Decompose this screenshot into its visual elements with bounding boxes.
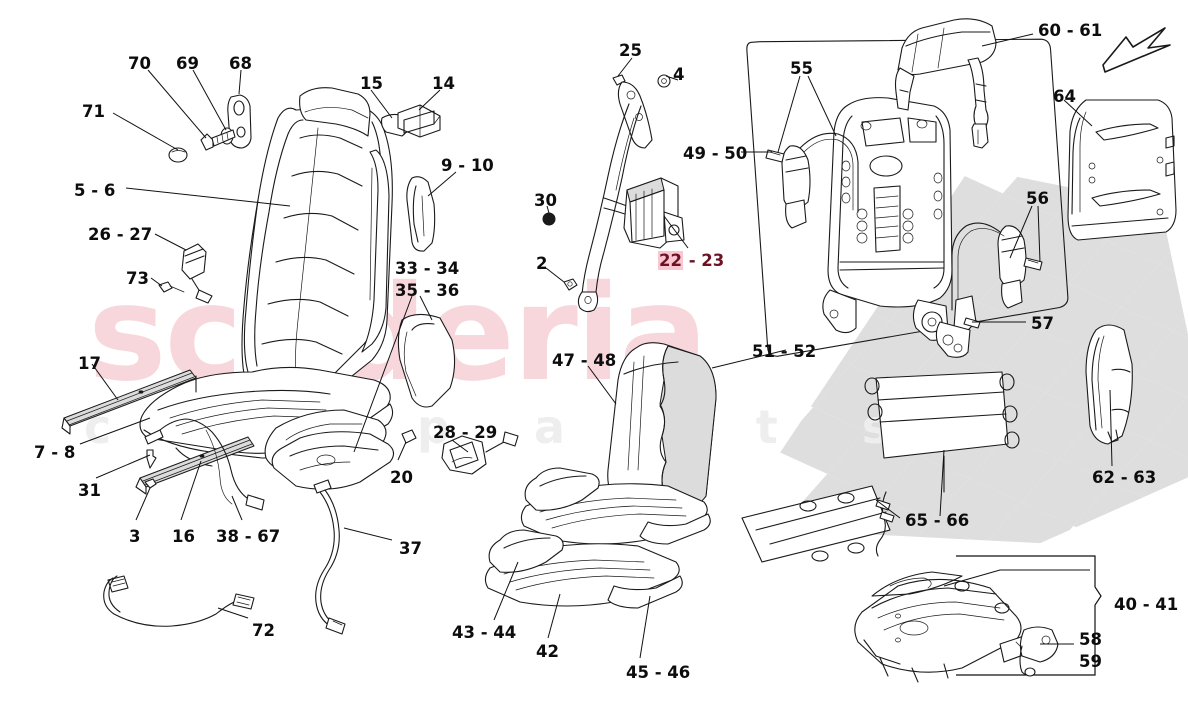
callout-highlight-mark: 22 bbox=[658, 251, 683, 270]
callout-68: 68 bbox=[229, 54, 252, 73]
seat-pan-40-41 bbox=[854, 569, 1090, 683]
callout-33-34: 33 - 34 bbox=[395, 259, 460, 278]
callout-43-44: 43 - 44 bbox=[452, 623, 517, 642]
callout-14: 14 bbox=[432, 74, 455, 93]
callout-60-61: 60 - 61 bbox=[1038, 21, 1103, 40]
callout-30: 30 bbox=[534, 191, 557, 210]
callout-49-50: 49 - 50 bbox=[683, 144, 748, 163]
callout-45-46: 45 - 46 bbox=[626, 663, 691, 682]
callout-65-66: 65 - 66 bbox=[905, 511, 970, 530]
callout-72: 72 bbox=[252, 621, 275, 640]
callout-71: 71 bbox=[82, 102, 105, 121]
actuator-57 bbox=[935, 295, 981, 358]
callout-35-36: 35 - 36 bbox=[395, 281, 460, 300]
side-bolster-62-63 bbox=[1085, 324, 1133, 445]
callout-5-6: 5 - 6 bbox=[74, 181, 116, 200]
back-panel-64 bbox=[1067, 99, 1177, 241]
callout-47-48: 47 - 48 bbox=[552, 351, 617, 370]
cushion-set bbox=[484, 342, 717, 609]
watermark-car-parts: c a r p a r t s bbox=[84, 400, 924, 454]
callout-20: 20 bbox=[390, 468, 413, 487]
callout-40-41: 40 - 41 bbox=[1114, 595, 1179, 614]
callout-7-8: 7 - 8 bbox=[34, 443, 76, 462]
main-seat-assembly bbox=[139, 87, 394, 473]
heating-element-65-66 bbox=[741, 371, 1020, 563]
callout-9-10: 9 - 10 bbox=[441, 156, 494, 175]
callout-3: 3 bbox=[129, 527, 141, 546]
callout-51-52: 51 - 52 bbox=[752, 342, 817, 361]
motor-56 bbox=[951, 222, 1043, 311]
leader-lines bbox=[79, 33, 1113, 659]
callout-69: 69 bbox=[176, 54, 199, 73]
switch-and-cables bbox=[313, 429, 519, 635]
callout-42: 42 bbox=[536, 642, 559, 661]
callout-26-27: 26 - 27 bbox=[88, 225, 153, 244]
callout-25: 25 bbox=[619, 41, 642, 60]
callout-64: 64 bbox=[1053, 87, 1076, 106]
callout-28-29: 28 - 29 bbox=[433, 423, 498, 442]
hardware-68-73 bbox=[158, 94, 252, 304]
headrest-60-61 bbox=[894, 18, 997, 149]
callout-58: 58 bbox=[1079, 630, 1102, 649]
callout-31: 31 bbox=[78, 481, 101, 500]
callout-15: 15 bbox=[360, 74, 383, 93]
callout-4: 4 bbox=[673, 65, 685, 84]
callout-56: 56 bbox=[1026, 189, 1049, 208]
callout-73: 73 bbox=[126, 269, 149, 288]
callout-55: 55 bbox=[790, 59, 813, 78]
backrest-frame bbox=[822, 97, 953, 341]
callout-37: 37 bbox=[399, 539, 422, 558]
callout-70: 70 bbox=[128, 54, 151, 73]
callout-62-63: 62 - 63 bbox=[1092, 468, 1157, 487]
callout-17: 17 bbox=[78, 354, 101, 373]
callout-57: 57 bbox=[1031, 314, 1054, 333]
callout-2: 2 bbox=[536, 254, 548, 273]
seat-belt-assembly bbox=[542, 74, 685, 313]
callout-22-23: 22 - 23 bbox=[658, 251, 725, 270]
motor-55 bbox=[765, 132, 859, 229]
wiring-harness-72 bbox=[103, 575, 255, 627]
callout-38-67: 38 - 67 bbox=[216, 527, 281, 546]
callout-16: 16 bbox=[172, 527, 195, 546]
forward-direction-arrow bbox=[1102, 27, 1171, 73]
callout-59: 59 bbox=[1079, 652, 1102, 671]
